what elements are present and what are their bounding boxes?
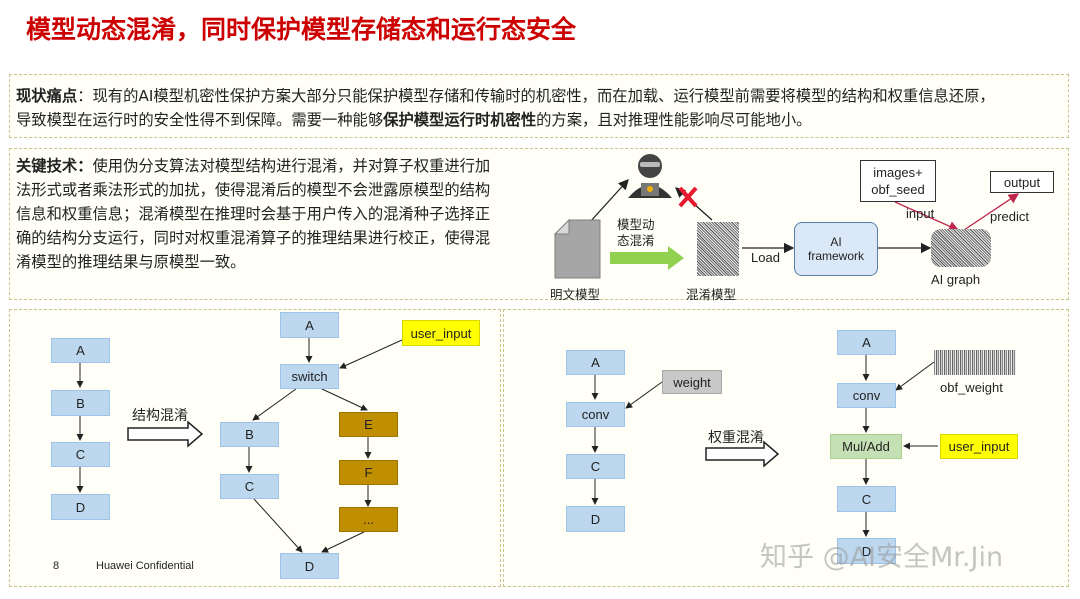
page-title: 模型动态混淆，同时保护模型存储态和运行态安全 [26,15,577,44]
output-box: output [990,171,1054,193]
w-obf-node-c: C [837,486,896,512]
output-label: output [1003,174,1041,190]
key-tech-line: 淆模型的推理结果与原模型一致。 [16,253,246,271]
w-obf-node-a: A [837,330,896,355]
framework-line2: framework [807,249,864,263]
obf-node-c: C [220,474,279,499]
w-user-input-node: user_input [940,434,1018,459]
watermark: 知乎 @AI安全Mr.Jin [760,542,1004,573]
fake-node-f: F [339,460,398,485]
pain-point-text: 现状痛点：现有的AI模型机密性保护方案大部分只能保护模型存储和传输时的机密性，而… [16,84,1066,132]
key-tech-line: 使用伪分支算法对模型结构进行混淆，并对算子权重进行加 [92,157,491,175]
obf-model-label: 混淆模型 [686,287,737,302]
obf-weight-label: obf_weight [940,380,1003,395]
pain-point-line2: 导致模型在运行时的安全性得不到保障。需要一种能够 [16,111,384,129]
w-orig-node-d: D [566,506,625,532]
key-tech-label: 关键技术： [16,157,93,175]
ai-framework-box: AI framework [794,222,878,276]
obf-node-a: A [280,312,339,338]
key-tech-line: 信息和权重信息；混淆模型在推理时会基于用户传入的混淆种子选择正 [16,205,491,223]
obf-node-d: D [280,553,339,579]
dynamic-obf-label-2: 态混淆 [617,233,655,248]
fake-node-dots: ... [339,507,398,532]
pain-point-line1: ：现有的AI模型机密性保护方案大部分只能保护模型存储和传输时的机密性，而在加载、… [77,87,995,105]
page-number: 8 [53,560,60,572]
w-orig-conv-node: conv [566,402,625,427]
input-label: input [906,206,935,221]
seed-label: obf_seed [871,182,925,197]
w-orig-node-c: C [566,454,625,479]
obfuscated-model-icon [697,222,739,276]
fake-node-e: E [339,412,398,437]
obf-node-b: B [220,422,279,447]
structure-obf-label: 结构混淆 [132,408,188,424]
key-tech-line: 法形式或者乘法形式的加扰，使得混淆后的模型不会泄露原模型的结构 [16,181,491,199]
weight-obf-label: 权重混淆 [708,430,764,446]
orig-node-c: C [51,442,110,467]
pain-point-bold: 保护模型运行时机密性 [383,111,537,129]
images-seed-box: images+ obf_seed [860,160,936,202]
pain-point-line3: 的方案，且对推理性能影响尽可能地小。 [536,111,812,129]
pain-point-label: 现状痛点 [16,87,78,105]
weight-node: weight [662,370,722,394]
orig-node-d: D [51,494,110,520]
obf-weight-image [934,350,1016,375]
key-tech-line: 确的结构分支运行，同时对权重混淆算子的推理结果进行校正，使得混 [16,229,491,247]
key-tech-text: 关键技术：使用伪分支算法对模型结构进行混淆，并对算子权重进行加 法形式或者乘法形… [16,154,536,274]
user-input-node: user_input [402,320,480,346]
orig-node-a: A [51,338,110,363]
muladd-node: Mul/Add [830,434,902,459]
confidential-label: Huawei Confidential [96,560,194,572]
ai-graph-icon [931,229,991,267]
orig-node-b: B [51,390,110,416]
plain-model-label: 明文模型 [550,287,601,302]
switch-node: switch [280,364,339,389]
w-obf-conv-node: conv [837,383,896,408]
framework-line1: AI [830,235,842,249]
predict-label: predict [990,209,1030,224]
w-obf-node-d: D [837,538,896,564]
w-orig-node-a: A [566,350,625,375]
load-label: Load [751,250,780,265]
ai-graph-label: AI graph [931,272,981,287]
pain-point-box [9,74,1069,138]
dynamic-obf-label-1: 模型动 [617,217,655,232]
images-label: images+ [873,165,923,180]
